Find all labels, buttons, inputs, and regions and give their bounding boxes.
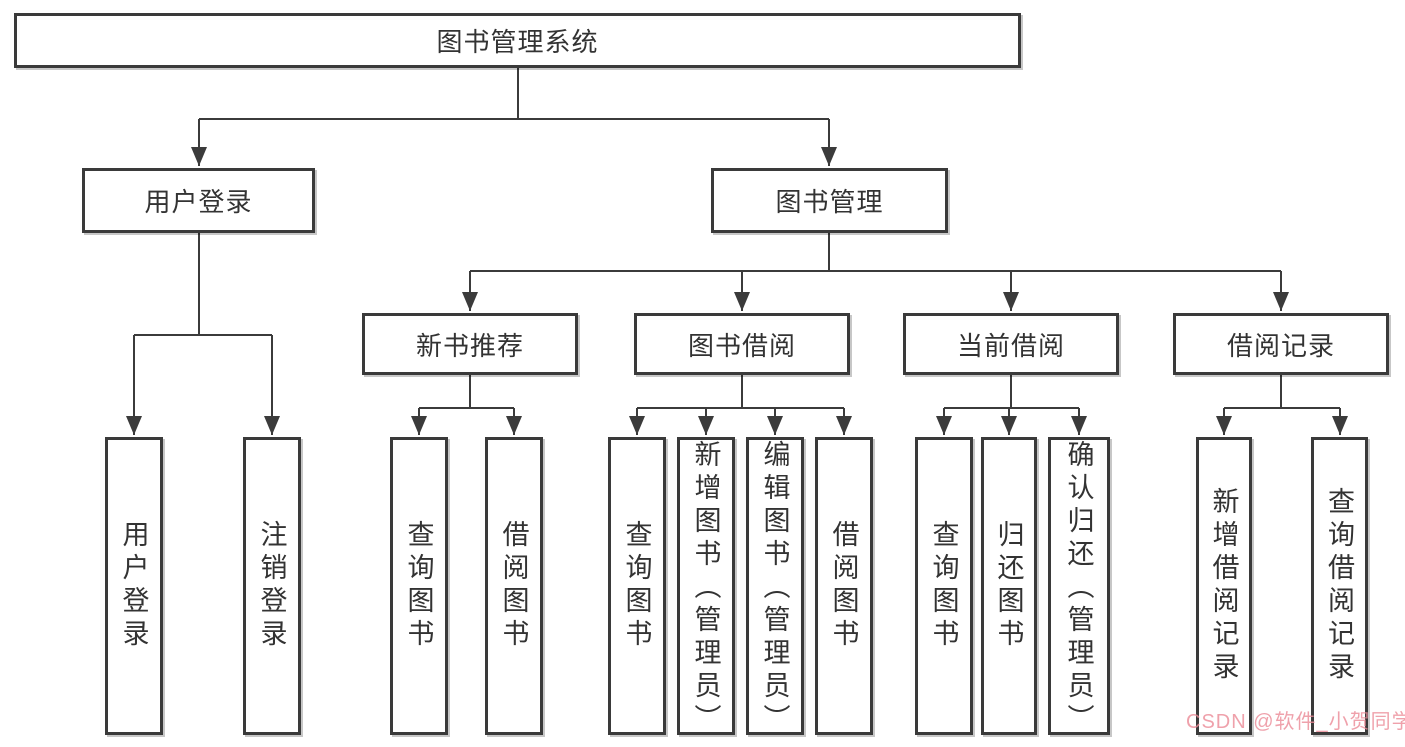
node-new-book-recommendation: 新书推荐: [362, 313, 578, 375]
node-library-management-system: 图书管理系统: [14, 13, 1021, 68]
leaf-query-borrow-record: 查询借阅记录: [1311, 437, 1368, 735]
leaf-return-books: 归还图书: [981, 437, 1037, 735]
leaf-confirm-return-admin: 确认归还（管理员）: [1048, 437, 1110, 735]
node-user-login: 用户登录: [82, 168, 315, 233]
leaf-add-books-admin: 新增图书（管理员）: [677, 437, 735, 735]
node-borrowing-records: 借阅记录: [1173, 313, 1389, 375]
node-current-borrowing: 当前借阅: [903, 313, 1119, 375]
leaf-borrow-books-recommend: 借阅图书: [485, 437, 543, 735]
node-book-management: 图书管理: [711, 168, 948, 233]
leaf-add-borrow-record: 新增借阅记录: [1196, 437, 1252, 735]
node-book-borrowing: 图书借阅: [634, 313, 850, 375]
leaf-query-books-borrow: 查询图书: [608, 437, 666, 735]
csdn-watermark: CSDN @软件_小贺同学: [1186, 711, 1405, 733]
leaf-borrow-books: 借阅图书: [815, 437, 873, 735]
leaf-logout: 注销登录: [243, 437, 301, 735]
leaf-query-books-current: 查询图书: [915, 437, 973, 735]
leaf-query-books-recommend: 查询图书: [390, 437, 448, 735]
leaf-user-login: 用户登录: [105, 437, 163, 735]
leaf-edit-books-admin: 编辑图书（管理员）: [746, 437, 804, 735]
